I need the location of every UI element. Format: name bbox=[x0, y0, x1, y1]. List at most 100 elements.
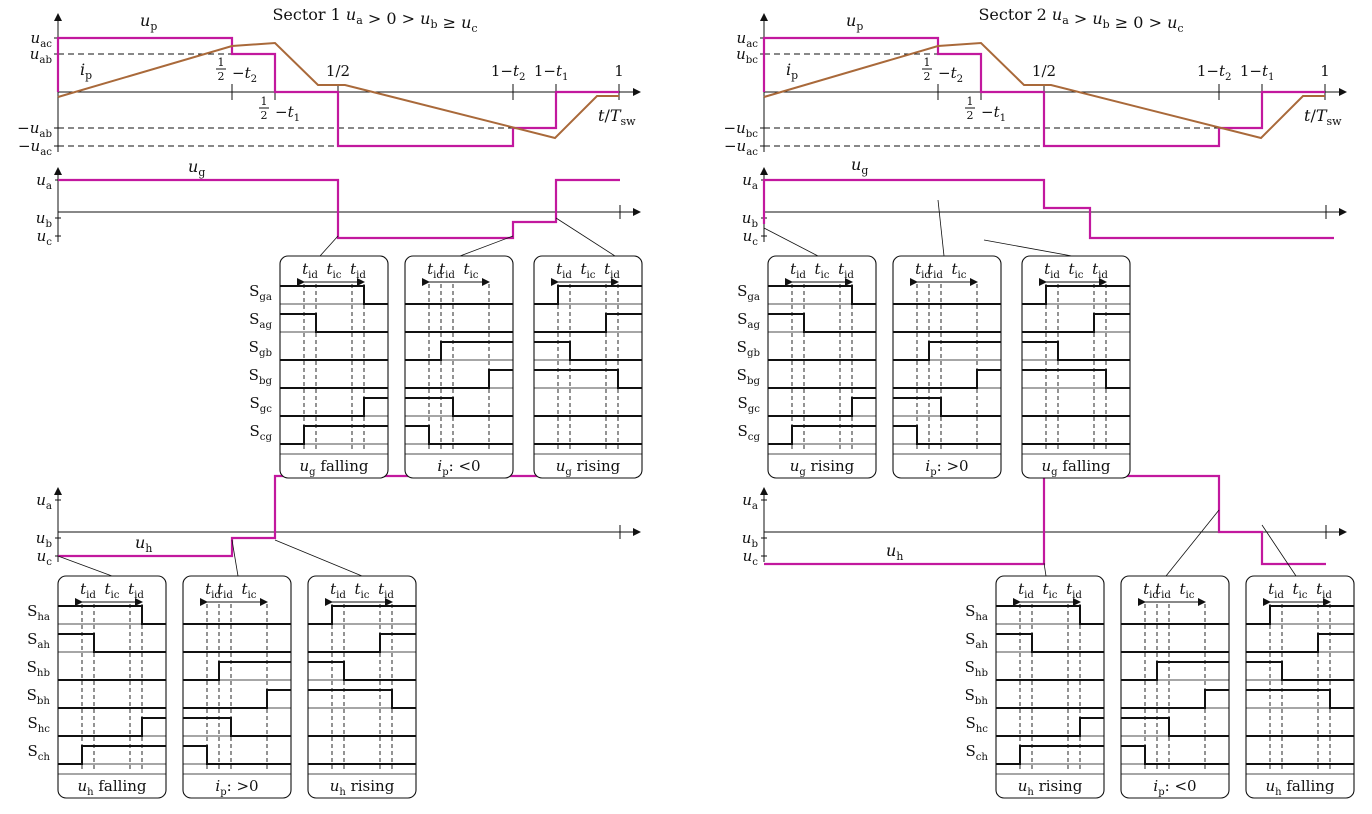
switch-signal bbox=[893, 397, 1001, 417]
y-label-−uac: −uac bbox=[724, 137, 758, 158]
connector bbox=[983, 239, 1073, 257]
up-label: up bbox=[140, 11, 157, 33]
switch-signal bbox=[1022, 369, 1130, 389]
connector bbox=[319, 235, 339, 257]
row-label-Shb: Shb bbox=[27, 658, 51, 679]
half-frac-1: 12 bbox=[216, 56, 226, 83]
row-label-Sha: Sha bbox=[27, 602, 50, 623]
switch-signal bbox=[405, 397, 513, 417]
row-label-Sgb: Sgb bbox=[737, 338, 761, 359]
header-tic: tic bbox=[1293, 580, 1308, 601]
switch-signal bbox=[1246, 661, 1354, 681]
y-label-ubc: ubc bbox=[736, 45, 758, 66]
switch-signal bbox=[308, 689, 416, 709]
row-label-Scg: Scg bbox=[737, 422, 760, 443]
switch-signal bbox=[534, 313, 642, 333]
up-waveform bbox=[762, 36, 1325, 148]
ip-waveform bbox=[763, 41, 1325, 140]
box-caption: ip: <0 bbox=[1153, 777, 1196, 798]
connector bbox=[57, 555, 113, 577]
y-label-ub: ub bbox=[36, 529, 53, 550]
switch-signal bbox=[280, 285, 388, 305]
box-frame bbox=[279, 255, 389, 479]
switch-signal bbox=[996, 745, 1104, 765]
uh-label: uh bbox=[135, 533, 152, 555]
box-caption: ip: <0 bbox=[437, 457, 480, 478]
row-label-Sah: Sah bbox=[965, 630, 988, 651]
switch-signal bbox=[1121, 689, 1229, 709]
switch-signal bbox=[405, 369, 513, 389]
switch-signal bbox=[58, 745, 166, 765]
header-tid: tid bbox=[1268, 580, 1284, 601]
header-tid: tid bbox=[205, 580, 221, 601]
switch-signal bbox=[996, 717, 1104, 737]
y-label-−uac: −uac bbox=[18, 137, 52, 158]
y-label-ub: ub bbox=[742, 209, 759, 230]
connector bbox=[937, 199, 945, 257]
box-frame bbox=[892, 255, 1002, 479]
frac-den: 2 bbox=[967, 109, 974, 122]
x-label-half-t1: −t1 bbox=[981, 103, 1006, 124]
ug-waveform bbox=[58, 178, 620, 240]
header-tid: tid bbox=[604, 260, 620, 281]
x-label-1mt1b: t1 bbox=[1262, 62, 1275, 83]
box-caption: ug falling bbox=[1042, 457, 1111, 478]
y-label-uac: uac bbox=[31, 29, 53, 50]
switch-signal bbox=[280, 313, 388, 333]
box-frame bbox=[995, 575, 1105, 799]
x-label-half-t2: −t2 bbox=[232, 64, 257, 85]
frac-den: 2 bbox=[261, 109, 268, 122]
half-frac-2: 12 bbox=[965, 95, 975, 122]
up-waveform bbox=[56, 36, 619, 148]
box-frame bbox=[1021, 255, 1131, 479]
frac-num: 1 bbox=[967, 95, 974, 108]
switch-signal bbox=[405, 425, 513, 445]
header-tid: tid bbox=[1066, 580, 1082, 601]
y-label-−uab: −uab bbox=[17, 119, 52, 140]
switch-signal bbox=[534, 369, 642, 389]
switch-signal bbox=[1022, 285, 1130, 305]
switch-signal bbox=[183, 661, 291, 681]
switch-signal bbox=[534, 341, 642, 361]
header-tid: tid bbox=[1044, 260, 1060, 281]
header-tid: tid bbox=[128, 580, 144, 601]
switch-signal bbox=[1022, 313, 1130, 333]
header-tic: tic bbox=[355, 580, 370, 601]
x-label-1mt1b: t1 bbox=[556, 62, 569, 83]
ug-label: ug bbox=[851, 155, 868, 177]
ug-waveform bbox=[762, 178, 1334, 240]
header-tid: tid bbox=[217, 580, 233, 601]
half-frac-1: 12 bbox=[922, 56, 932, 83]
connector bbox=[555, 217, 616, 257]
switch-signal bbox=[996, 605, 1104, 625]
header-tid: tid bbox=[838, 260, 854, 281]
y-label-ub: ub bbox=[742, 529, 759, 550]
switch-signal bbox=[1022, 341, 1130, 361]
switch-signal bbox=[768, 397, 876, 417]
row-label-Sga: Sga bbox=[737, 282, 760, 303]
header-tic: tic bbox=[815, 260, 830, 281]
row-label-Sag: Sag bbox=[249, 310, 272, 331]
y-label-ua: ua bbox=[36, 491, 52, 512]
header-tic: tic bbox=[1069, 260, 1084, 281]
switch-signal bbox=[183, 689, 291, 709]
header-tid: tid bbox=[915, 260, 931, 281]
row-label-Sga: Sga bbox=[249, 282, 272, 303]
x-label-half: 1/2 bbox=[326, 62, 350, 80]
header-tic: tic bbox=[952, 260, 967, 281]
header-tic: tic bbox=[581, 260, 596, 281]
switch-signal bbox=[768, 313, 876, 333]
header-tid: tid bbox=[1018, 580, 1034, 601]
header-tid: tid bbox=[556, 260, 572, 281]
